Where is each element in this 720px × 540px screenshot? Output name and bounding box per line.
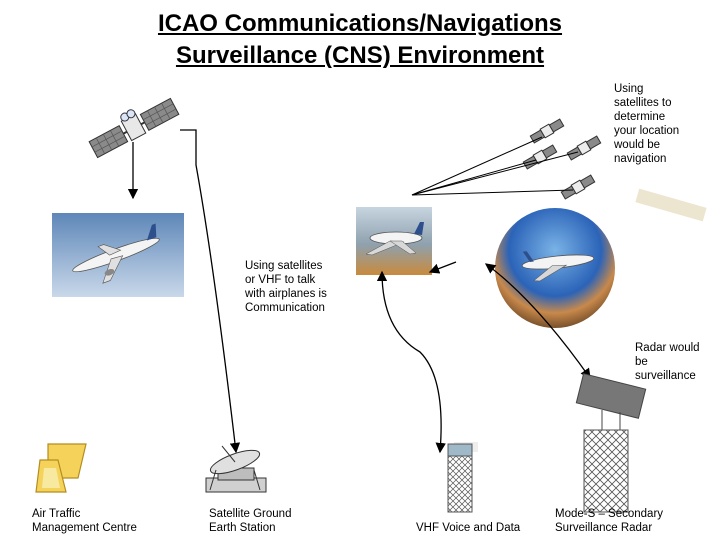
annotation-line: navigation	[614, 153, 667, 165]
annotation-line: Using	[614, 83, 644, 95]
annotation-line: satellites to	[614, 97, 672, 109]
label-line: VHF Voice and Data	[416, 522, 521, 534]
annotation-line: be	[635, 356, 648, 368]
satellite-small-icon	[560, 174, 596, 200]
earth-airplane-image	[495, 208, 615, 328]
satellite-station-label: Satellite Ground Earth Station	[209, 507, 291, 535]
label-line: Satellite Ground	[209, 508, 292, 520]
vhf-tower-icon	[447, 442, 478, 513]
radar-icon	[575, 373, 647, 513]
annotation-line: determine	[614, 111, 666, 123]
satellite-large-icon	[88, 97, 180, 159]
annotation-line: would be	[614, 139, 661, 151]
annotation-line: Communication	[245, 302, 325, 314]
communication-annotation: Using satellites or VHF to talk with air…	[245, 259, 327, 315]
vhf-label: VHF Voice and Data	[416, 521, 520, 535]
annotation-line: Using satellites	[245, 260, 323, 272]
atm-building-icon	[35, 443, 87, 493]
satellite-small-icon	[529, 118, 565, 144]
label-line: Earth Station	[209, 522, 276, 534]
label-line: Surveillance Radar	[555, 522, 653, 534]
satellite-small-icon	[522, 144, 558, 170]
surveillance-annotation: Radar would be surveillance	[635, 341, 700, 383]
label-line: Mode-S – Secondary	[555, 508, 664, 520]
title-line-1: ICAO Communications/Navigations	[157, 10, 563, 37]
annotation-line: or VHF to talk	[245, 274, 316, 286]
satellite-small-icon	[566, 135, 602, 161]
navigation-lines	[411, 136, 579, 196]
label-line: Air Traffic	[32, 508, 81, 520]
decorative-sign	[635, 188, 707, 222]
mode-s-label: Mode-S – Secondary Surveillance Radar	[555, 507, 663, 535]
navigation-annotation: Using satellites to determine your locat…	[614, 82, 679, 166]
title-line-2: Surveillance (CNS) Environment	[175, 42, 545, 69]
atm-label: Air Traffic Management Centre	[32, 507, 137, 535]
annotation-line: surveillance	[635, 370, 696, 382]
annotation-line: Radar would	[635, 342, 700, 354]
airplane-photo-center	[356, 207, 432, 275]
satellite-dish-icon	[205, 445, 267, 493]
annotation-line: your location	[614, 125, 680, 137]
annotation-line: with airplanes is	[245, 288, 327, 300]
airplane-photo-left	[52, 213, 184, 297]
communication-arrows	[127, 129, 591, 454]
label-line: Management Centre	[32, 522, 137, 534]
